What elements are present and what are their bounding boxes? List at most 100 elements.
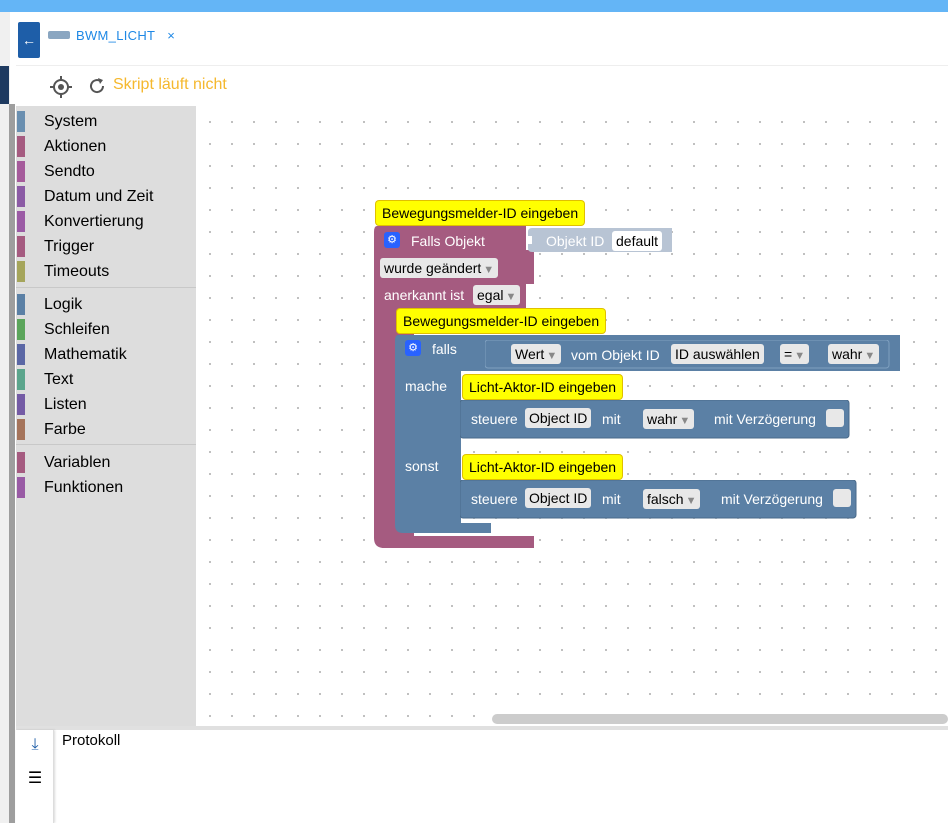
comment-licht-aktor-2[interactable]: Licht-Aktor-ID eingeben [463, 455, 623, 479]
arrow-left-icon: ← [22, 32, 36, 48]
category-label: Funktionen [44, 479, 124, 496]
toolbox-category-aktionen[interactable]: Aktionen [16, 134, 196, 159]
sonst-label: sonst [405, 458, 439, 474]
category-label: Logik [44, 296, 83, 313]
category-label: Farbe [44, 421, 86, 438]
wurde-geaendert-text: wurde geändert [384, 260, 482, 276]
category-color-swatch [17, 369, 25, 390]
script-status: Skript läuft nicht [113, 76, 227, 93]
blockly-toolbox [16, 106, 196, 726]
toolbox-category-farbe[interactable]: Farbe [16, 417, 196, 442]
chevron-down-icon: ▼ [794, 350, 806, 362]
object-id-field-1[interactable]: Object ID [525, 408, 592, 428]
toolbox-category-sendto[interactable]: Sendto [16, 159, 196, 184]
category-label: Trigger [44, 238, 95, 255]
toolbar [16, 66, 948, 106]
wert-text: Wert [515, 346, 545, 362]
verzoegerung-checkbox-1[interactable] [826, 409, 844, 427]
category-label: Variablen [44, 454, 111, 471]
toolbox-category-timeouts[interactable]: Timeouts [16, 259, 196, 284]
tab-bwm-licht[interactable]: BWM_LICHT × [48, 26, 175, 44]
back-button[interactable]: ← [18, 22, 40, 58]
category-label: Sendto [44, 163, 95, 180]
toolbox-separator [16, 444, 196, 445]
category-label: Schleifen [44, 321, 110, 338]
operator-text: = [784, 346, 793, 362]
object-id-field-2[interactable]: Object ID [525, 488, 592, 508]
toolbox-category-mathematik[interactable]: Mathematik [16, 342, 196, 367]
mit-label-1: mit [602, 411, 621, 427]
left-gutter-highlight [0, 66, 9, 104]
toolbox-category-variablen[interactable]: Variablen [16, 450, 196, 475]
category-color-swatch [17, 261, 25, 282]
category-color-swatch [17, 394, 25, 415]
download-icon[interactable]: ⤓ [31, 736, 39, 753]
toolbox-category-text[interactable]: Text [16, 367, 196, 392]
wurde-geaendert-dropdown[interactable]: wurde geändert▼ [380, 258, 499, 278]
category-label: Timeouts [44, 263, 110, 280]
falls-label: falls [432, 341, 457, 357]
verzoegerung-checkbox-2[interactable] [833, 489, 851, 507]
gear-icon[interactable]: ⚙ [384, 232, 400, 248]
comment-licht-aktor-1[interactable]: Licht-Aktor-ID eingeben [463, 375, 623, 399]
toolbox-category-listen[interactable]: Listen [16, 392, 196, 417]
chevron-down-icon: ▼ [864, 350, 876, 362]
wahr-dropdown[interactable]: wahr▼ [828, 344, 880, 364]
log-title: Protokoll [62, 732, 121, 749]
workspace-hscrollbar[interactable] [492, 714, 948, 724]
list-icon[interactable]: ☰ [27, 770, 43, 787]
id-auswaehlen-field[interactable]: ID auswählen [671, 344, 764, 364]
toolbox-category-datum-und-zeit[interactable]: Datum und Zeit [16, 184, 196, 209]
mit-label-2: mit [602, 491, 621, 507]
steuere-label-2: steuere [471, 491, 518, 507]
vom-objekt-id-label: vom Objekt ID [571, 347, 660, 363]
category-color-swatch [17, 319, 25, 340]
anerkannt-dropdown[interactable]: egal▼ [473, 285, 521, 305]
egal-text: egal [477, 287, 504, 303]
wert-wahr-dropdown[interactable]: wahr▼ [643, 409, 695, 429]
tab-bar [16, 12, 948, 66]
left-gutter [0, 12, 10, 823]
category-label: Listen [44, 396, 87, 413]
objekt-id-label: Objekt ID [546, 233, 605, 249]
toolbox-separator [16, 287, 196, 288]
chevron-down-icon: ▼ [685, 495, 697, 507]
script-icon [48, 31, 70, 39]
objekt-id-value[interactable]: default [612, 231, 663, 251]
wert-falsch-dropdown[interactable]: falsch▼ [643, 489, 701, 509]
operator-dropdown[interactable]: =▼ [780, 344, 810, 364]
category-color-swatch [17, 419, 25, 440]
left-scrollbar[interactable] [9, 104, 15, 823]
toolbox-category-trigger[interactable]: Trigger [16, 234, 196, 259]
mit-verzoegerung-label-2: mit Verzögerung [721, 491, 823, 507]
comment-bewegungsmelder-1[interactable]: Bewegungsmelder-ID eingeben [376, 201, 585, 225]
toolbox-category-funktionen[interactable]: Funktionen [16, 475, 196, 500]
tab-close-icon[interactable]: × [167, 27, 175, 43]
category-color-swatch [17, 186, 25, 207]
target-icon[interactable] [50, 76, 72, 98]
category-color-swatch [17, 294, 25, 315]
category-color-swatch [17, 344, 25, 365]
chevron-down-icon: ▼ [483, 264, 495, 276]
anerkannt-ist-label: anerkannt ist [384, 287, 465, 303]
reload-icon[interactable] [87, 76, 107, 96]
category-label: Konvertierung [44, 213, 144, 230]
toolbox-category-konvertierung[interactable]: Konvertierung [16, 209, 196, 234]
tab-label: BWM_LICHT [76, 27, 156, 43]
steuere-label-1: steuere [471, 411, 518, 427]
app-top-bar [0, 0, 948, 12]
toolbox-category-logik[interactable]: Logik [16, 292, 196, 317]
chevron-down-icon: ▼ [546, 350, 558, 362]
mache-label: mache [405, 378, 448, 394]
gear-icon[interactable]: ⚙ [405, 340, 421, 356]
wert-dropdown[interactable]: Wert▼ [511, 344, 562, 364]
category-color-swatch [17, 452, 25, 473]
falls-objekt-label: Falls Objekt [411, 233, 485, 249]
log-panel [16, 726, 948, 823]
comment-bewegungsmelder-2[interactable]: Bewegungsmelder-ID eingeben [397, 309, 606, 333]
category-label: Datum und Zeit [44, 188, 154, 205]
mit-verzoegerung-label-1: mit Verzögerung [714, 411, 816, 427]
toolbox-category-schleifen[interactable]: Schleifen [16, 317, 196, 342]
category-color-swatch [17, 111, 25, 132]
toolbox-category-system[interactable]: System [16, 109, 196, 134]
